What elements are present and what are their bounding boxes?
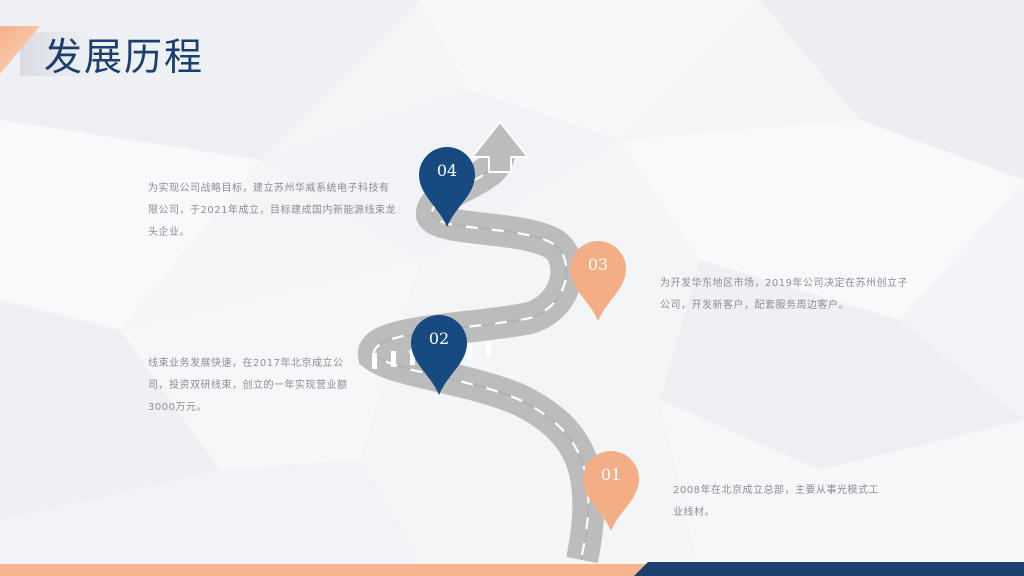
milestone-description-03: 为开发华东地区市场，2019年公司决定在苏州创立子公司，开发新客户，配套服务周边… — [660, 278, 908, 311]
title-block: 发展历程 — [0, 22, 260, 82]
footer-band-navy — [634, 562, 1024, 576]
road-surface — [358, 144, 605, 564]
milestone-description-04: 为实现公司战略目标，建立苏州华威系统电子科技有限公司，于2021年成立，目标建成… — [148, 183, 396, 238]
title-shadow-decoration — [20, 32, 90, 76]
road-arrow-head — [469, 120, 531, 173]
milestone-number-01: 01 — [600, 465, 622, 484]
milestone-marker-04: 04 — [419, 147, 475, 229]
milestone-marker-03: 03 — [570, 241, 626, 323]
road-centerline — [372, 167, 590, 556]
milestone-marker-01: 01 — [583, 451, 639, 533]
milestone-marker-02: 02 — [411, 315, 467, 397]
milestone-number-02: 02 — [428, 329, 450, 348]
footer-band-peach — [0, 564, 650, 576]
milestone-number-03: 03 — [587, 255, 609, 274]
milestone-description-02: 线束业务发展快速，在2017年北京成立公司，投资双研线束，创立的一年实现营业额3… — [148, 358, 348, 413]
milestone-description-01: 2008年在北京成立总部，主要从事光模式工业线材。 — [673, 485, 879, 518]
milestone-number-04: 04 — [436, 161, 458, 180]
page-title: 发展历程 — [44, 35, 205, 79]
